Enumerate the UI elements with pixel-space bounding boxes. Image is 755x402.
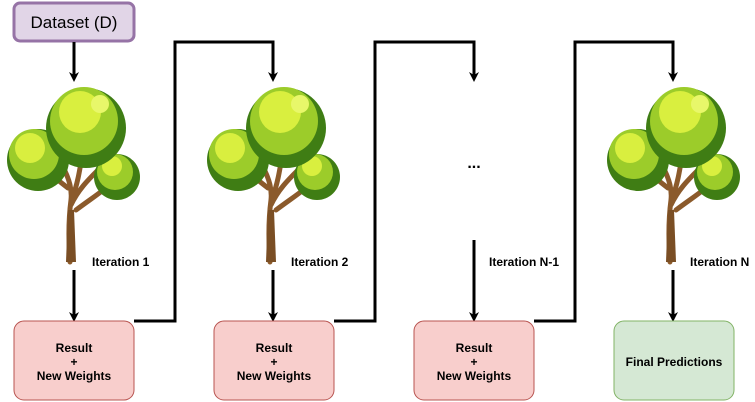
ellipsis-placeholder: ... bbox=[467, 155, 480, 172]
result-2-line-1: Result bbox=[256, 341, 293, 355]
result-3-line-1: Result bbox=[456, 341, 493, 355]
result-2-line-2: + bbox=[270, 355, 277, 369]
edge-result-2-to-iteration-n-1 bbox=[334, 40, 479, 323]
result-1-node: Result + New Weights bbox=[13, 320, 135, 401]
result-2-node: Result + New Weights bbox=[213, 320, 335, 401]
final-predictions-node: Final Predictions bbox=[613, 320, 735, 401]
result-1-line-3: New Weights bbox=[37, 369, 112, 383]
dataset-node: Dataset (D) bbox=[12, 1, 136, 43]
dataset-label: Dataset (D) bbox=[31, 13, 118, 32]
iteration-n-label: Iteration N bbox=[690, 255, 749, 269]
result-3-line-2: + bbox=[470, 355, 477, 369]
result-1-line-1: Result bbox=[56, 341, 93, 355]
result-3-node: Result + New Weights bbox=[413, 320, 535, 401]
iteration-1-tree-icon bbox=[7, 87, 140, 262]
result-3-line-3: New Weights bbox=[437, 369, 512, 383]
iteration-1-label: Iteration 1 bbox=[92, 255, 150, 269]
result-1-line-2: + bbox=[70, 355, 77, 369]
iteration-2-tree-icon bbox=[207, 87, 340, 262]
final-predictions-label: Final Predictions bbox=[626, 355, 723, 369]
iteration-n-1-label: Iteration N-1 bbox=[489, 255, 559, 269]
iteration-n-tree-icon bbox=[607, 87, 740, 262]
result-2-line-3: New Weights bbox=[237, 369, 312, 383]
iteration-2-label: Iteration 2 bbox=[291, 255, 349, 269]
edge-result-3-to-iteration-n bbox=[534, 40, 678, 323]
edge-result-1-to-iteration-2 bbox=[134, 40, 278, 323]
